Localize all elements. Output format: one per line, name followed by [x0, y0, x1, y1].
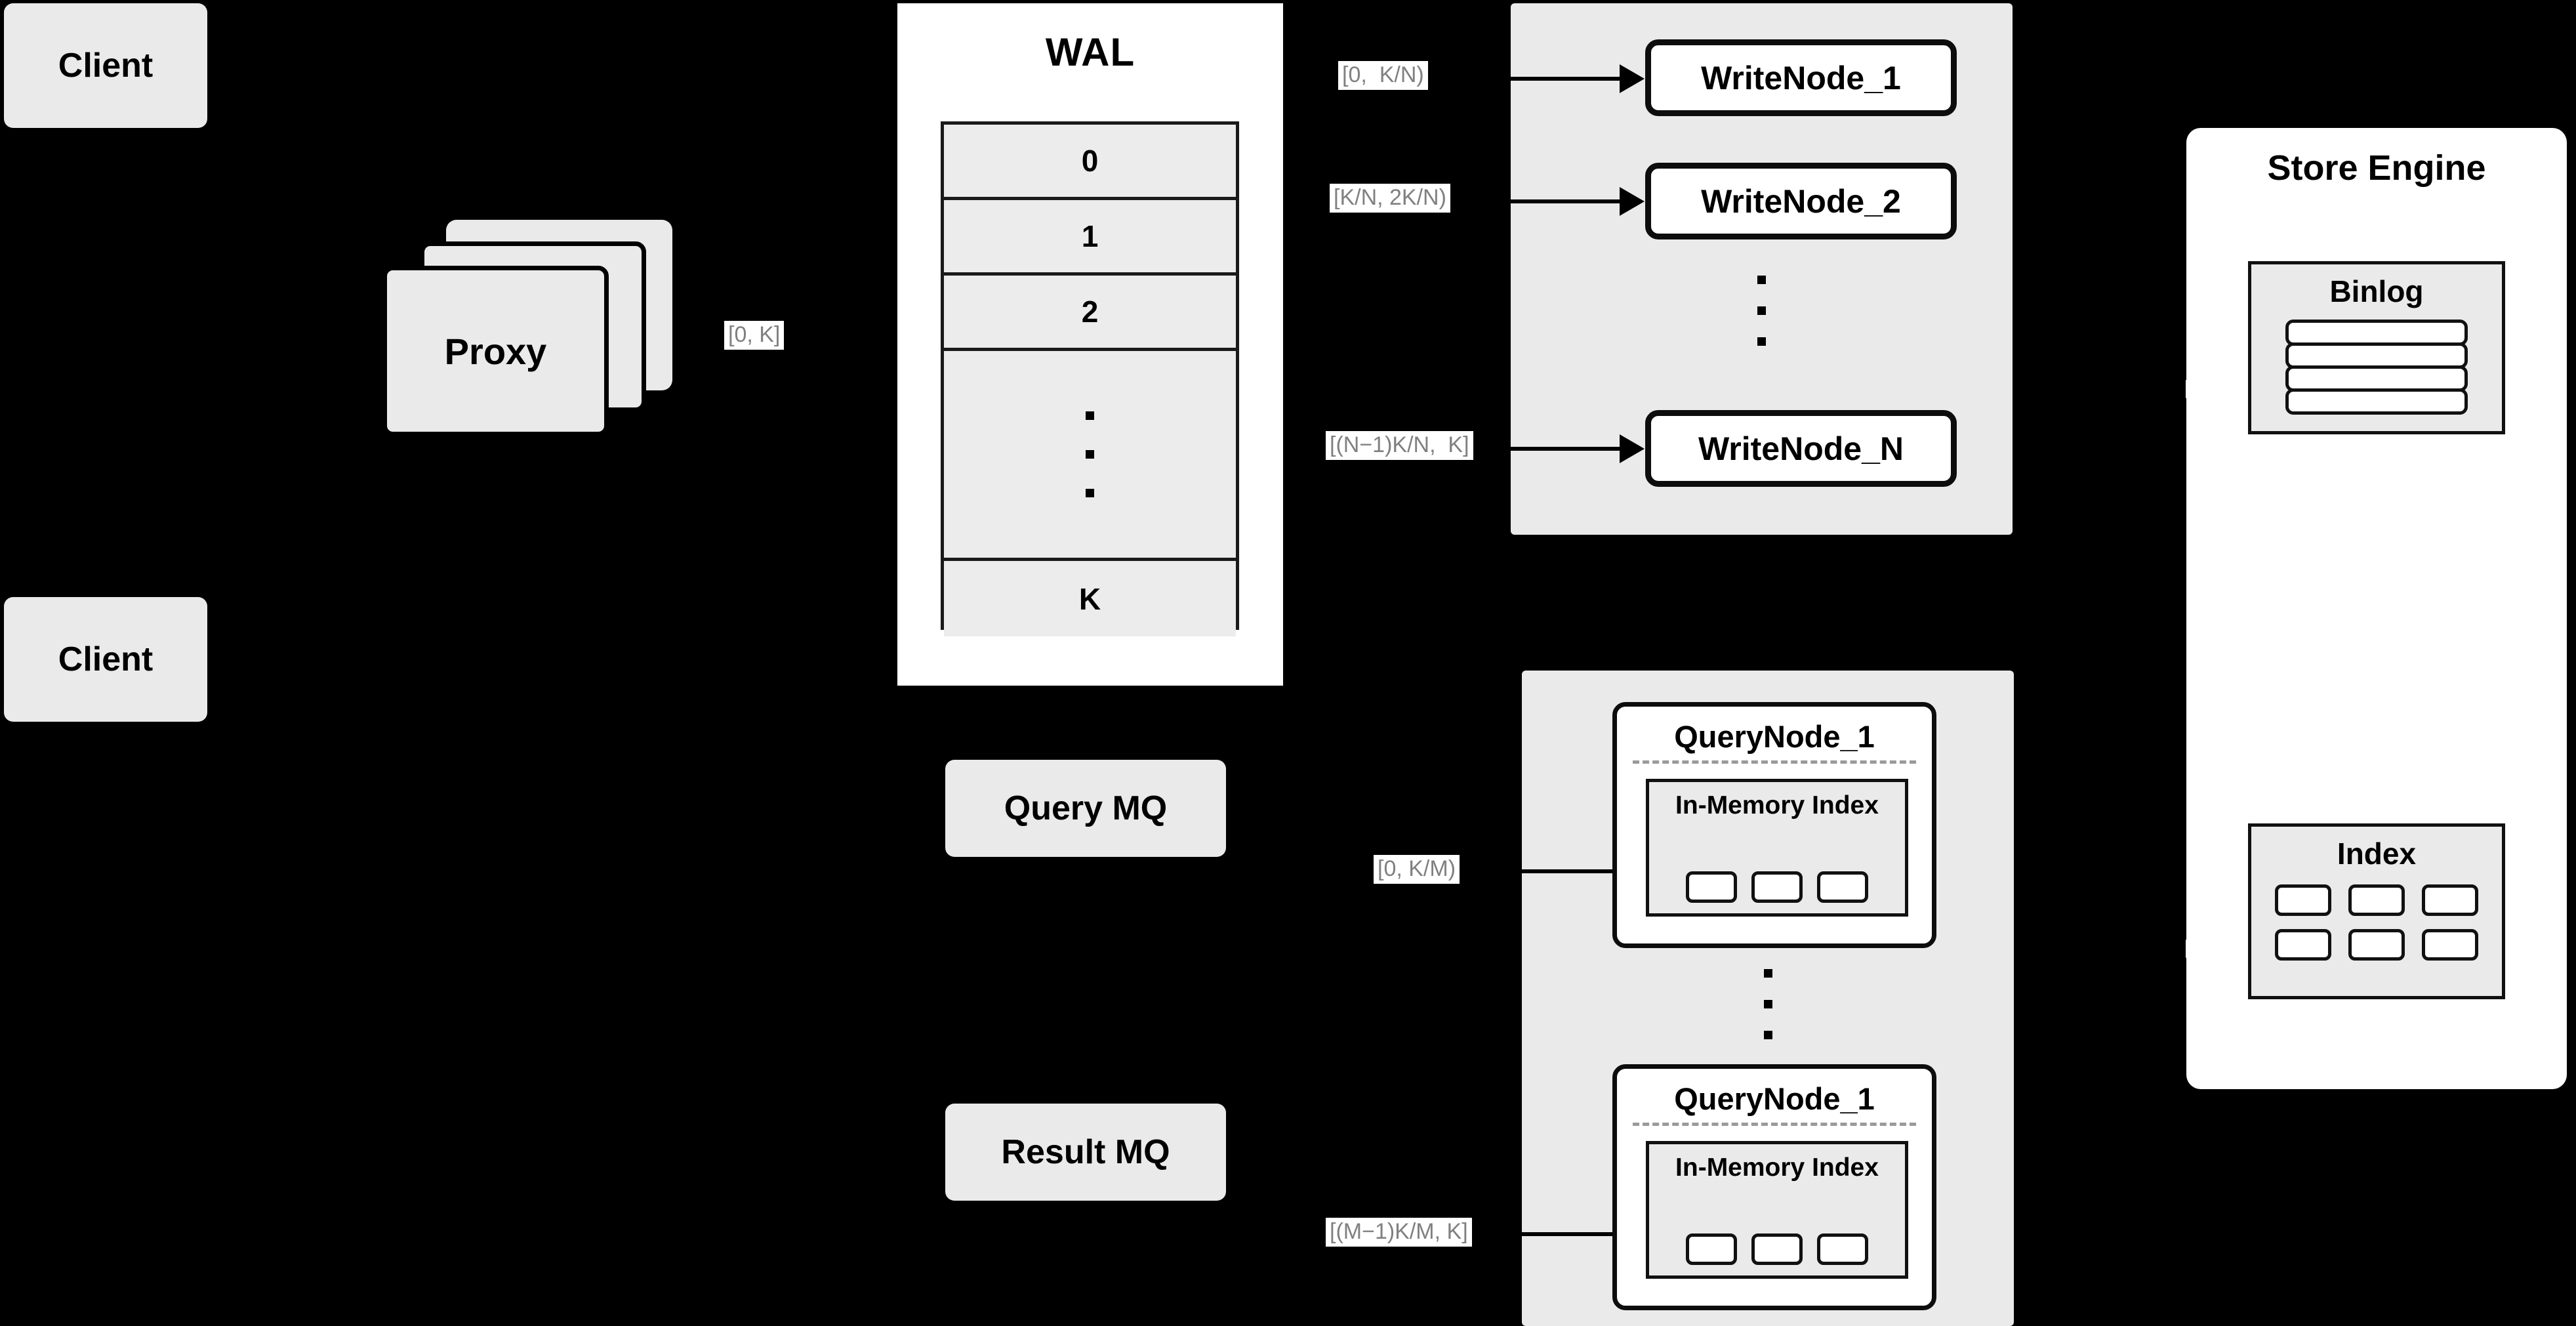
wal-cell-text-0: 0	[1081, 144, 1099, 178]
write-node-group: WriteNode_1 WriteNode_2 WriteNode_N	[1511, 3, 2013, 535]
binlog-row	[2285, 342, 2468, 369]
index-cell	[1751, 871, 1803, 903]
store-engine-title: Store Engine	[2267, 148, 2486, 188]
arrow-head-write-2	[1620, 187, 1645, 216]
in-memory-index-1-cells	[1649, 871, 1905, 903]
binlog-row	[2285, 365, 2468, 392]
index-cell	[1817, 1233, 1868, 1265]
wal-cell-text-2: 2	[1081, 295, 1099, 329]
index-cell	[2422, 929, 2478, 961]
arrow-head-write-n	[1620, 434, 1645, 463]
wal-cell-0: 0	[944, 125, 1236, 200]
write-node-2[interactable]: WriteNode_2	[1645, 163, 1957, 239]
proxy-card-front[interactable]: Proxy	[382, 266, 609, 436]
wal-entry-list: 0 1 2 K	[941, 121, 1239, 636]
query-node-m-title: QueryNode_1	[1674, 1081, 1875, 1116]
wal-title: WAL	[1045, 30, 1135, 74]
wal-panel: WAL 0 1 2 K	[897, 3, 1283, 686]
wal-cell-2: 2	[944, 276, 1236, 351]
client-box-2[interactable]: Client	[4, 597, 207, 722]
wal-cell-text-1: 1	[1081, 219, 1099, 253]
write-node-1-label: WriteNode_1	[1701, 59, 1901, 96]
edge-label-write-1: [0, K/N)	[1338, 61, 1428, 90]
query-node-m[interactable]: QueryNode_1 In-Memory Index	[1612, 1064, 1936, 1310]
index-cell	[1817, 871, 1868, 903]
binlog-panel: Binlog	[2248, 261, 2505, 434]
ellipsis-dot	[1763, 969, 1772, 978]
binlog-row	[2285, 388, 2468, 415]
index-cell	[2348, 884, 2405, 916]
query-mq-label: Query MQ	[1004, 789, 1168, 827]
wal-ellipsis-dot	[1086, 411, 1094, 420]
result-mq-box[interactable]: Result MQ	[945, 1104, 1226, 1201]
ellipsis-dot	[1763, 1000, 1772, 1008]
index-cell	[2422, 884, 2478, 916]
index-title: Index	[2337, 837, 2417, 871]
query-group-ellipsis	[1763, 969, 1772, 1039]
in-memory-index-m-cells	[1649, 1233, 1905, 1265]
arrow-line-write-2	[1511, 199, 1622, 203]
write-group-ellipsis	[1757, 276, 1766, 346]
index-cell	[2275, 884, 2331, 916]
proxy-label: Proxy	[444, 330, 547, 372]
index-cell	[2275, 929, 2331, 961]
write-node-n[interactable]: WriteNode_N	[1645, 410, 1957, 487]
index-grid	[2275, 884, 2478, 961]
client-label-1: Client	[58, 47, 153, 85]
client-box-1[interactable]: Client	[4, 3, 207, 128]
index-panel: Index	[2248, 823, 2505, 999]
index-cell	[1686, 1233, 1737, 1265]
index-cell	[2348, 929, 2405, 961]
wal-cell-1: 1	[944, 200, 1236, 276]
arrow-line-query-1	[1522, 869, 1630, 873]
query-node-m-separator	[1633, 1123, 1916, 1126]
store-engine-panel: Store Engine Binlog Index	[2186, 128, 2567, 1089]
query-node-1-title: QueryNode_1	[1674, 719, 1875, 754]
binlog-title: Binlog	[2329, 274, 2424, 308]
binlog-row	[2285, 320, 2468, 346]
in-memory-index-1-title: In-Memory Index	[1675, 791, 1879, 819]
query-node-group: QueryNode_1 In-Memory Index QueryNode_1 …	[1522, 671, 2014, 1326]
ellipsis-dot	[1757, 337, 1766, 346]
ellipsis-dot	[1763, 1031, 1772, 1039]
arrow-line-store-index	[2140, 947, 2192, 951]
arrow-line-write-1	[1511, 77, 1622, 81]
ellipsis-dot	[1757, 306, 1766, 315]
edge-label-proxy-to-wal: [0, K]	[724, 321, 785, 350]
query-node-1-separator	[1633, 760, 1916, 764]
edge-label-write-n: [(N−1)K/N, K]	[1326, 431, 1473, 460]
wal-cell-k: K	[944, 561, 1236, 636]
in-memory-index-1: In-Memory Index	[1646, 779, 1908, 917]
write-node-1[interactable]: WriteNode_1	[1645, 39, 1957, 116]
index-cell	[1686, 871, 1737, 903]
arrow-line-query-m	[1522, 1232, 1630, 1236]
wal-ellipsis-dot	[1086, 450, 1094, 459]
in-memory-index-m: In-Memory Index	[1646, 1141, 1908, 1279]
wal-cell-text-k: K	[1078, 581, 1101, 616]
wal-ellipsis-dot	[1086, 489, 1094, 497]
index-cell	[1751, 1233, 1803, 1265]
edge-label-query-m: [(M−1)K/M, K]	[1326, 1218, 1472, 1247]
query-node-1[interactable]: QueryNode_1 In-Memory Index	[1612, 702, 1936, 948]
client-label-2: Client	[58, 640, 153, 678]
result-mq-label: Result MQ	[1001, 1133, 1170, 1171]
ellipsis-dot	[1757, 276, 1766, 284]
arrow-line-write-n	[1511, 447, 1622, 451]
write-node-2-label: WriteNode_2	[1701, 182, 1901, 220]
arrow-line-store-binlog	[2140, 387, 2192, 391]
wal-cell-ellipsis	[944, 351, 1236, 561]
query-mq-box[interactable]: Query MQ	[945, 760, 1226, 857]
binlog-rows	[2285, 320, 2468, 415]
arrow-head-write-1	[1620, 64, 1645, 93]
in-memory-index-m-title: In-Memory Index	[1675, 1153, 1879, 1182]
edge-label-query-1: [0, K/M)	[1374, 855, 1460, 884]
write-node-n-label: WriteNode_N	[1698, 430, 1904, 467]
edge-label-write-2: [K/N, 2K/N)	[1330, 184, 1450, 213]
